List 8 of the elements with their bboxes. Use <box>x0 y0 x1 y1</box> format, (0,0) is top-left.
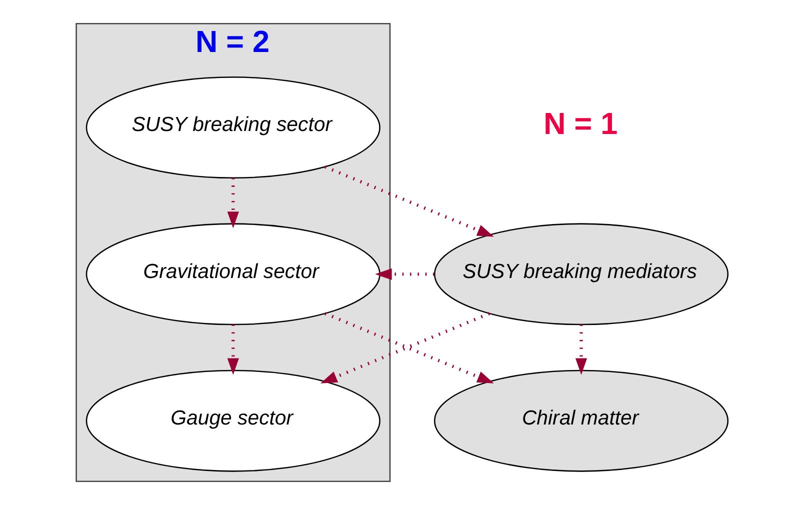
arrow <box>227 324 239 375</box>
arrow <box>575 324 588 375</box>
arrow <box>324 165 494 237</box>
arrow <box>227 178 239 228</box>
node-ellipse: SUSY breaking sector <box>86 76 380 179</box>
node-ellipse: Gravitational sector <box>86 223 380 326</box>
arrow <box>375 268 434 280</box>
label: N = 1 <box>544 107 618 142</box>
